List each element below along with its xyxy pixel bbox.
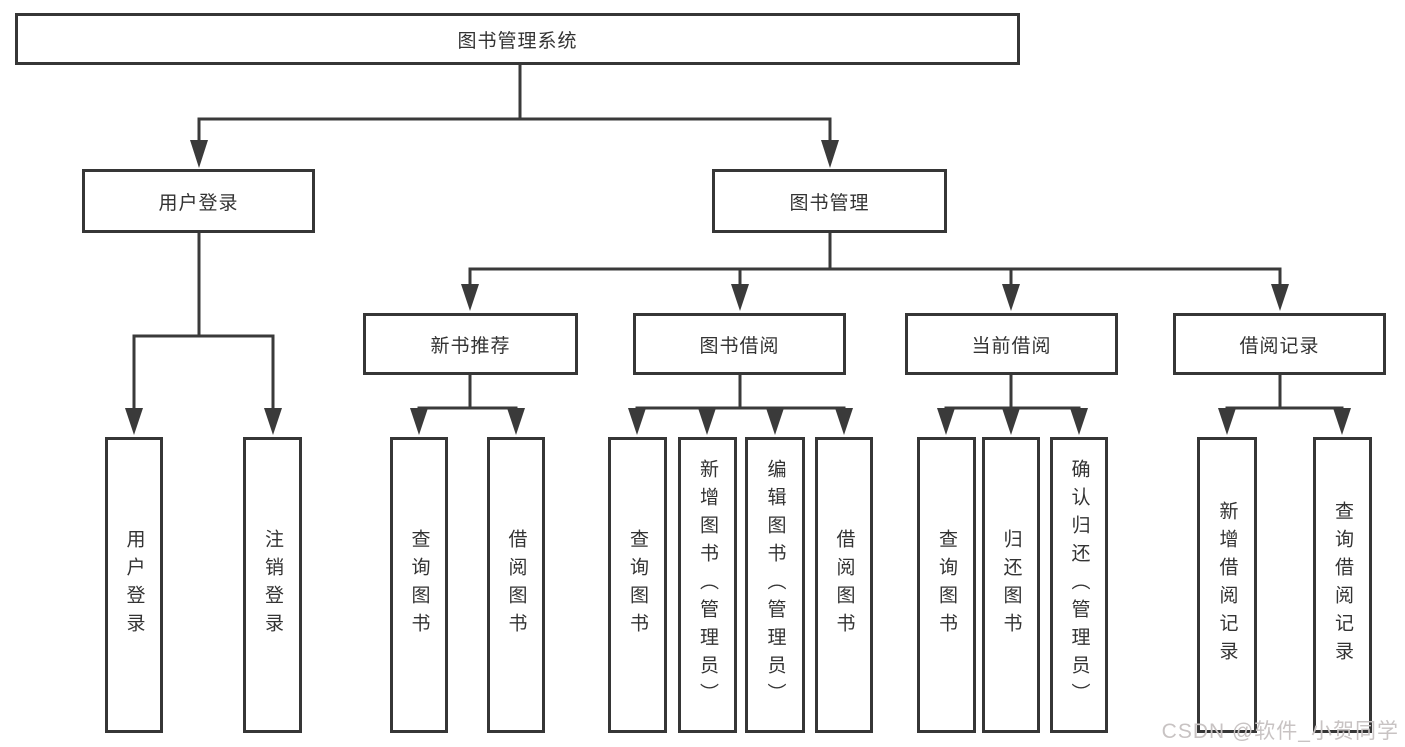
node-current-borrowing: 当前借阅: [905, 313, 1118, 375]
watermark: CSDN @软件_小贺同学: [1161, 720, 1399, 743]
node-add-book-admin: 新增图书（管理员）: [678, 437, 737, 733]
node-new-book-recommendation: 新书推荐: [363, 313, 578, 375]
node-book-management: 图书管理: [712, 169, 947, 233]
node-borrow-books: 借阅图书: [815, 437, 873, 733]
node-add-borrow-record: 新增借阅记录: [1197, 437, 1257, 733]
node-confirm-return-admin: 确认归还（管理员）: [1050, 437, 1108, 733]
node-query-borrow-record: 查询借阅记录: [1313, 437, 1372, 733]
node-query-books-borrowing: 查询图书: [608, 437, 667, 733]
node-return-books: 归还图书: [982, 437, 1040, 733]
node-edit-book-admin: 编辑图书（管理员）: [745, 437, 805, 733]
node-user-login: 用户登录: [82, 169, 315, 233]
node-login: 用户登录: [105, 437, 163, 733]
node-logout: 注销登录: [243, 437, 302, 733]
node-query-books-current: 查询图书: [917, 437, 976, 733]
node-system-root: 图书管理系统: [15, 13, 1020, 65]
node-borrowing-records: 借阅记录: [1173, 313, 1386, 375]
node-book-borrowing: 图书借阅: [633, 313, 846, 375]
node-query-books-recommend: 查询图书: [390, 437, 448, 733]
node-borrow-books-recommend: 借阅图书: [487, 437, 545, 733]
